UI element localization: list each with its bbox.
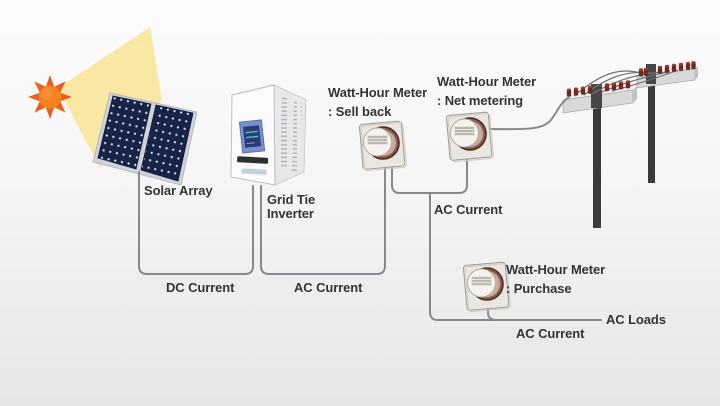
- label-net-line2: : Net metering: [437, 93, 524, 108]
- label-ac-current-meters: AC Current: [434, 202, 503, 217]
- wire-junction-to-loads: [429, 192, 602, 321]
- label-meter-purchase: Watt-Hour Meter : Purchase: [506, 260, 605, 298]
- label-net-line1: Watt-Hour Meter: [437, 74, 537, 89]
- label-ac-current-loads: AC Current: [516, 326, 585, 341]
- solar-array-graphic: [92, 92, 198, 186]
- label-purchase-line2: : Purchase: [506, 281, 572, 296]
- wire-dc-current: [138, 171, 254, 275]
- meter-purchase-graphic: [462, 261, 512, 313]
- label-meter-net-metering: Watt-Hour Meter : Net metering: [437, 72, 536, 110]
- label-meter-sell-back: Watt-Hour Meter : Sell back: [328, 83, 427, 121]
- utility-pole-2: [636, 64, 698, 183]
- label-sellback-line1: Watt-Hour Meter: [328, 85, 428, 100]
- label-sellback-line2: : Sell back: [328, 104, 392, 119]
- label-grid-tie-line1: Grid Tie: [267, 192, 316, 207]
- label-ac-current-inverter: AC Current: [294, 280, 363, 295]
- utility-pole-1: [562, 84, 637, 228]
- label-grid-tie-line2: Inverter: [267, 206, 314, 221]
- label-solar-array: Solar Array: [144, 183, 213, 198]
- meter-sell-back-graphic: [358, 120, 408, 172]
- meter-net-metering-graphic: [445, 111, 495, 163]
- inverter-slot: [237, 156, 269, 164]
- label-purchase-line1: Watt-Hour Meter: [506, 262, 606, 277]
- grid-tie-inverter-graphic: [230, 84, 308, 186]
- wire-ac-inverter-to-meter: [260, 164, 386, 275]
- inverter-vent: [280, 96, 302, 174]
- label-ac-loads: AC Loads: [606, 312, 666, 327]
- inverter-label-strip: [241, 168, 267, 175]
- label-grid-tie-inverter: Grid Tie Inverter: [267, 193, 315, 221]
- inverter-screen: [238, 119, 266, 154]
- wire-net-to-poles: [482, 96, 570, 131]
- wire-purchase-drop: [487, 304, 496, 321]
- sun-icon: [28, 75, 72, 119]
- label-dc-current: DC Current: [166, 280, 235, 295]
